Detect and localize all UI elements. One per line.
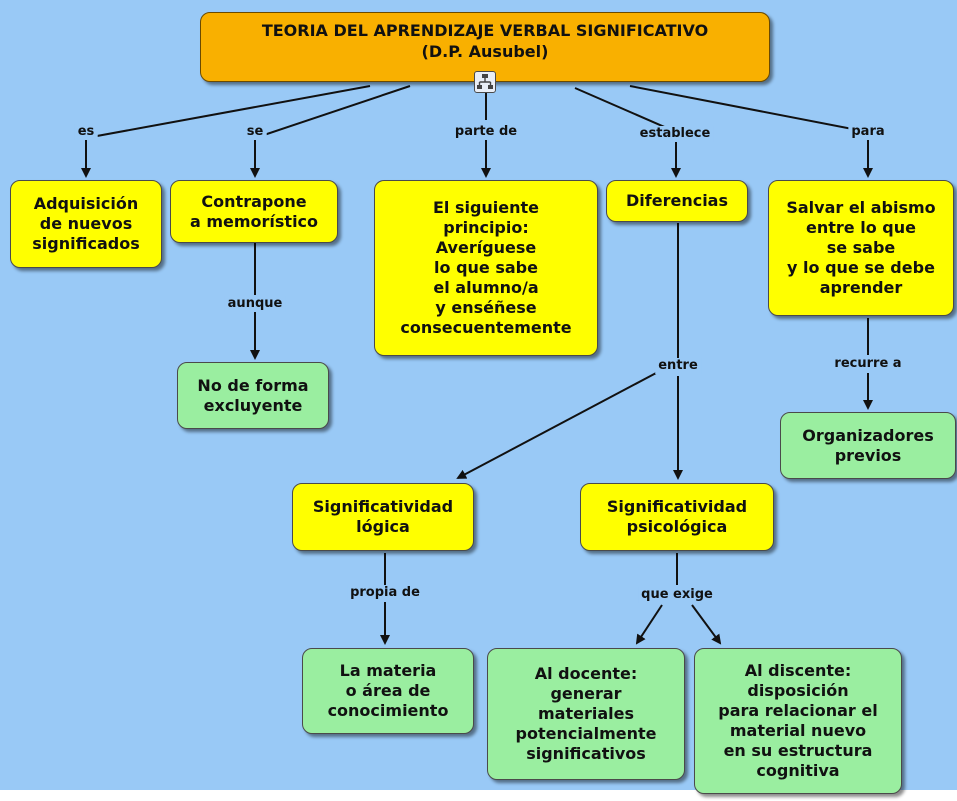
- concept-no-forma-excluyente[interactable]: No de forma excluyente: [177, 362, 329, 429]
- link-es: es: [74, 124, 98, 140]
- concept-diferencias[interactable]: Diferencias: [606, 180, 748, 222]
- link-entre: entre: [655, 358, 701, 374]
- concept-contrapone[interactable]: Contrapone a memorístico: [170, 180, 338, 243]
- concept-organizadores-previos[interactable]: Organizadores previos: [780, 412, 956, 479]
- concept-la-materia[interactable]: La materia o área de conocimiento: [302, 648, 474, 734]
- link-para: para: [848, 124, 888, 140]
- link-aunque: aunque: [224, 296, 286, 312]
- concept-al-docente[interactable]: Al docente: generar materiales potencial…: [487, 648, 685, 780]
- concept-adquisicion[interactable]: Adquisición de nuevos significados: [10, 180, 162, 268]
- concept-al-discente[interactable]: Al discente: disposición para relacionar…: [694, 648, 902, 794]
- link-recurre-a: recurre a: [831, 356, 905, 372]
- link-parte-de: parte de: [451, 124, 521, 140]
- root-concept[interactable]: TEORIA DEL APRENDIZAJE VERBAL SIGNIFICAT…: [200, 12, 770, 82]
- concept-salvar-abismo[interactable]: Salvar el abismo entre lo que se sabe y …: [768, 180, 954, 316]
- concept-significatividad-logica[interactable]: Significatividad lógica: [292, 483, 474, 551]
- link-que-exige: que exige: [638, 587, 716, 603]
- link-establece: establece: [636, 126, 714, 142]
- link-propia-de: propia de: [347, 585, 423, 601]
- concept-map-icon[interactable]: [474, 71, 496, 93]
- concept-principio[interactable]: El siguiente principio: Averíguese lo qu…: [374, 180, 598, 356]
- link-se: se: [243, 124, 267, 140]
- concept-significatividad-psicologica[interactable]: Significatividad psicológica: [580, 483, 774, 551]
